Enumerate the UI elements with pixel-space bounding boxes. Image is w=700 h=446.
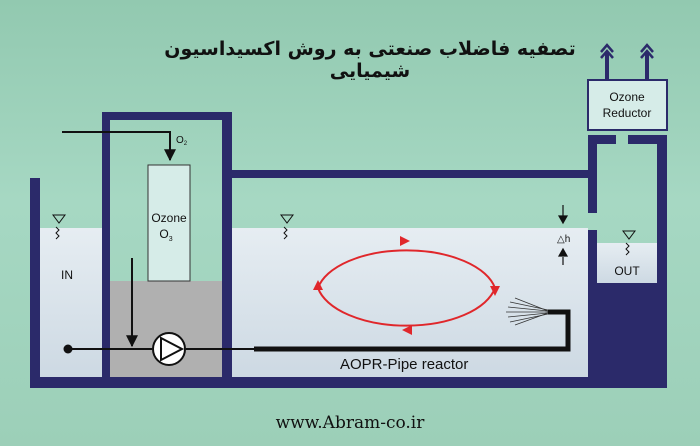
water-level-icon [622, 230, 636, 256]
delta-h-label: △h [557, 234, 570, 245]
ozone-generator-label: Ozone [151, 211, 187, 225]
inlet-water [40, 228, 102, 377]
reactor-water [232, 228, 588, 377]
pump-icon [152, 332, 186, 366]
exhaust-arrow-icon [600, 43, 654, 59]
oxygen-feed-line [62, 131, 176, 162]
reactor-pipe [254, 309, 571, 352]
ozone-reductor-label-2: Reductor [603, 106, 652, 120]
water-level-icon [52, 214, 66, 240]
website-footer[interactable]: www.Abram-co.ir [275, 413, 425, 433]
delta-h-indicator [557, 205, 569, 265]
outlet-label: OUT [614, 264, 640, 278]
exhaust-pipes [605, 52, 649, 80]
ozone-reductor-label: Ozone [609, 90, 645, 104]
tank-walls [30, 112, 667, 388]
ozone-generator-formula: O3 [159, 227, 172, 243]
diagram-title: تصفیه فاضلاب صنعتی به روش اکسیداسیون شیم… [164, 38, 576, 82]
diffuser-jets [506, 297, 549, 326]
reactor-label: AOPR-Pipe reactor [340, 356, 468, 373]
oxygen-label: O2 [176, 135, 188, 147]
water-level-icon [280, 214, 294, 240]
inlet-label: IN [61, 268, 73, 282]
ozone-reductor-box [587, 79, 668, 131]
circulation-arrowheads [313, 236, 500, 335]
circulation-arrows [317, 249, 496, 327]
ozone-generator-box [147, 164, 191, 282]
